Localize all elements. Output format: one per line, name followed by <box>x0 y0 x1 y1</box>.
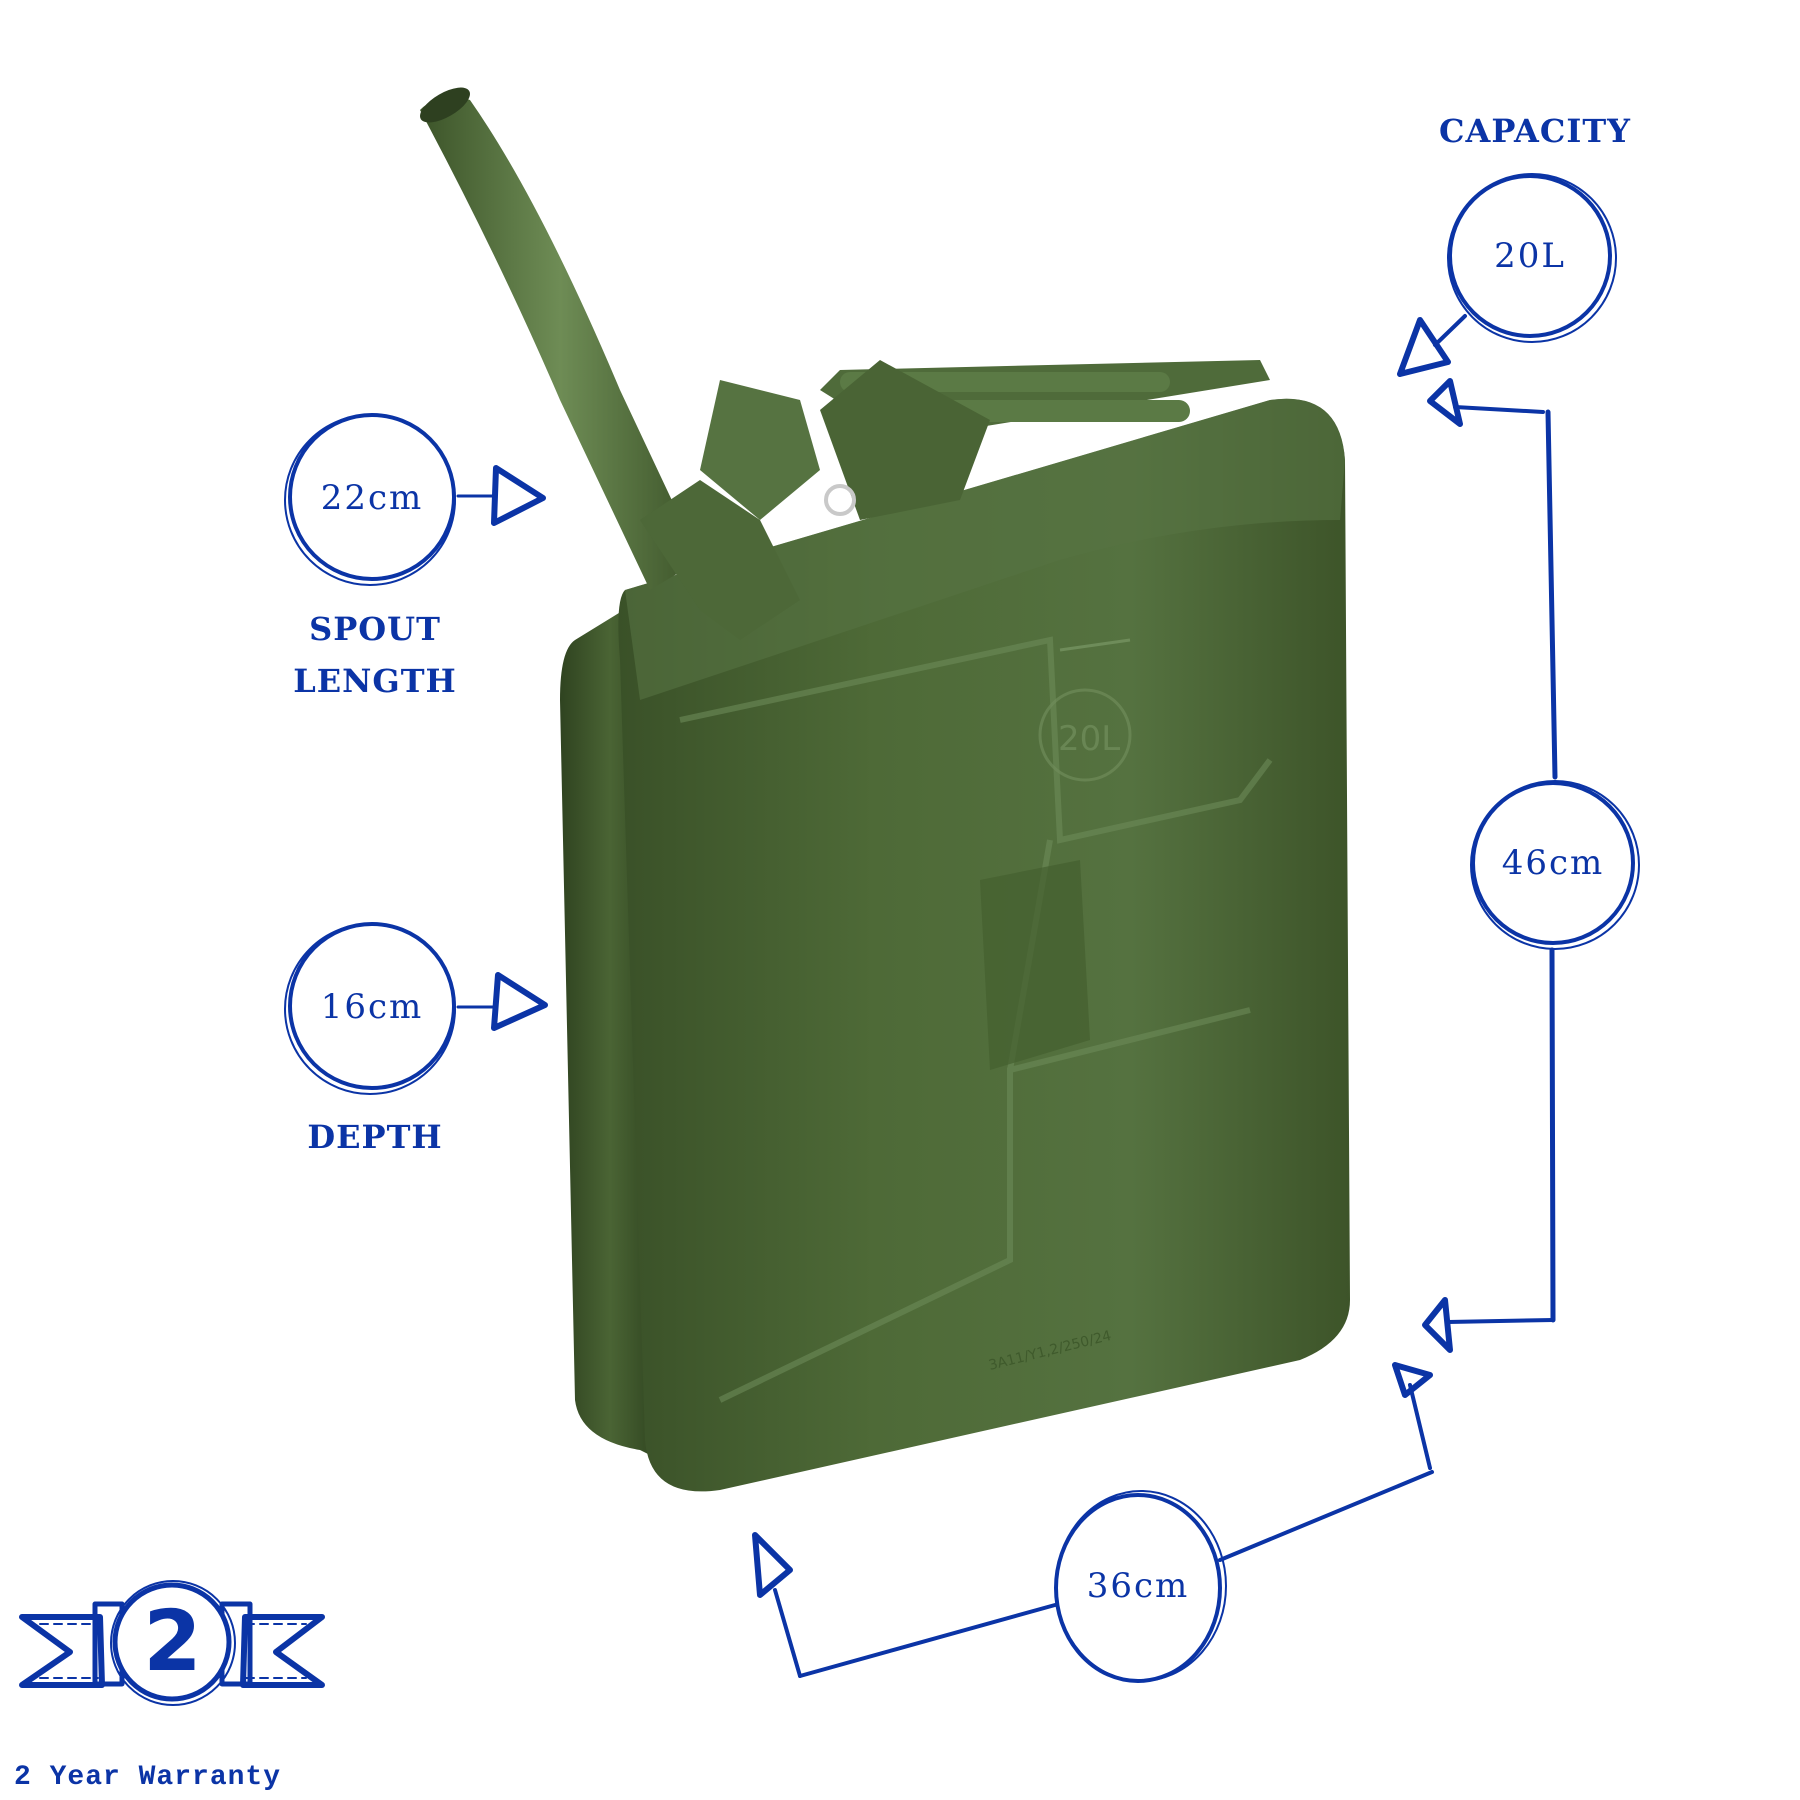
depth-bubble-icon <box>284 922 548 1095</box>
capacity-label: CAPACITY <box>1439 112 1631 150</box>
capacity-bubble-icon <box>1397 173 1617 377</box>
warranty-badge-icon <box>19 1580 325 1706</box>
width-dimension-icon <box>752 1362 1434 1683</box>
warranty-text: 2 Year Warranty <box>14 1762 282 1793</box>
depth-label: DEPTH <box>307 1118 443 1156</box>
warranty-badge-number: 2 <box>143 1592 203 1690</box>
arrowhead-icon <box>1397 317 1451 377</box>
arrowhead-icon <box>491 465 546 526</box>
spout-bubble-icon <box>284 413 546 586</box>
height-value: 46cm <box>1501 843 1605 883</box>
capacity-value: 20L <box>1494 236 1566 276</box>
width-value: 36cm <box>1086 1566 1190 1606</box>
spout-length-label-line2: LENGTH <box>293 662 457 700</box>
svg-text:20L: 20L <box>1058 719 1120 759</box>
spout-length-value: 22cm <box>320 478 424 518</box>
height-dimension-icon <box>1422 378 1640 1353</box>
arrowhead-icon <box>491 972 548 1031</box>
depth-value: 16cm <box>320 987 424 1027</box>
spout-length-label-line1: SPOUT <box>309 610 441 648</box>
